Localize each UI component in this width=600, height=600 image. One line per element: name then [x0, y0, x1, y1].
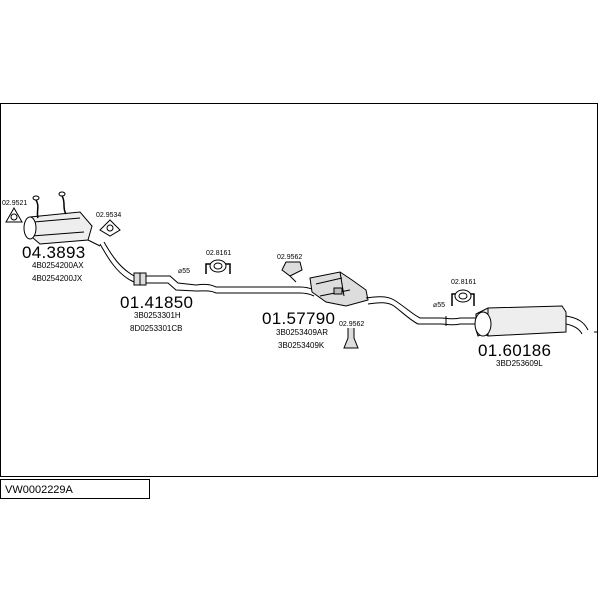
part-number: 01.57790 [262, 309, 336, 328]
fitting-label: 02.8161 [451, 279, 477, 286]
diagram-frame [0, 103, 598, 477]
reference-number: 8D0253301CB [130, 324, 183, 333]
gasket-icon [5, 206, 23, 223]
front-pipe-icon [99, 241, 315, 297]
part-number: 04.3893 [22, 243, 86, 262]
fitting-label: 02.8161 [206, 250, 232, 257]
pipe-diameter-label: ⌀55 [433, 302, 446, 309]
diagram-code: VW0002229A [5, 484, 73, 496]
reference-number: 3BD253609L [496, 359, 543, 368]
reference-number: 4B0254200AX [32, 261, 84, 270]
hanger-icon [281, 261, 303, 283]
reference-number: 4B0254200JX [32, 274, 83, 283]
hanger-icon [343, 328, 359, 349]
catalytic-converter-icon [23, 191, 101, 247]
fitting-label: 02.9521 [2, 200, 28, 207]
fitting-label: 02.9562 [339, 321, 365, 328]
fitting-label: 02.9562 [277, 254, 303, 261]
centre-silencer-icon [309, 271, 461, 326]
diagram-code-box: VW0002229A [0, 479, 150, 499]
part-number: 01.60186 [478, 341, 552, 360]
rubber-mount-icon [205, 259, 231, 274]
rear-silencer-icon [460, 305, 598, 337]
fitting-label: 02.9534 [96, 212, 122, 219]
pipe-diameter-label: ⌀55 [178, 268, 191, 275]
rubber-mount-icon [451, 289, 475, 306]
gasket-icon [99, 219, 121, 237]
part-number: 01.41850 [120, 293, 194, 312]
reference-number: 3B0253409K [278, 341, 325, 350]
reference-number: 3B0253409AR [276, 328, 329, 337]
reference-number: 3B0253301H [134, 311, 181, 320]
